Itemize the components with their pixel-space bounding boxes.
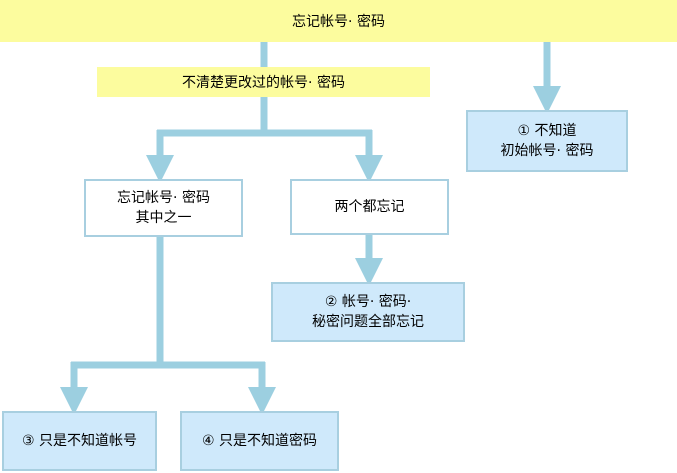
node-only-account: ③ 只是不知道帐号 <box>2 411 157 471</box>
node-forgot-both-line1: 两个都忘记 <box>334 199 405 215</box>
sub-banner: 不清楚更改过的帐号· 密码 <box>97 67 430 97</box>
node-only-password-line1: ④ 只是不知道密码 <box>201 433 317 449</box>
node-forgot-both: 两个都忘记 <box>290 179 449 235</box>
sub-banner-label: 不清楚更改过的帐号· 密码 <box>182 75 345 91</box>
node-forgot-one-line2: 其中之一 <box>135 210 192 226</box>
node-forgot-one: 忘记帐号· 密码 其中之一 <box>84 179 243 237</box>
node-only-account-line1: ③ 只是不知道帐号 <box>21 433 137 449</box>
node-all-forgotten-line2: 秘密问题全部忘记 <box>312 314 424 330</box>
node-unknown-initial-line1: ① 不知道 <box>517 123 577 139</box>
top-banner-label: 忘记帐号· 密码 <box>292 14 385 30</box>
node-unknown-initial-line2: 初始帐号· 密码 <box>500 143 594 159</box>
node-forgot-one-line1: 忘记帐号· 密码 <box>117 190 210 206</box>
node-only-password: ④ 只是不知道密码 <box>180 411 339 471</box>
node-all-forgotten: ② 帐号· 密码· 秘密问题全部忘记 <box>271 282 465 342</box>
node-all-forgotten-line1: ② 帐号· 密码· <box>324 294 412 310</box>
top-banner: 忘记帐号· 密码 <box>0 0 677 42</box>
node-unknown-initial: ① 不知道 初始帐号· 密码 <box>466 110 628 172</box>
